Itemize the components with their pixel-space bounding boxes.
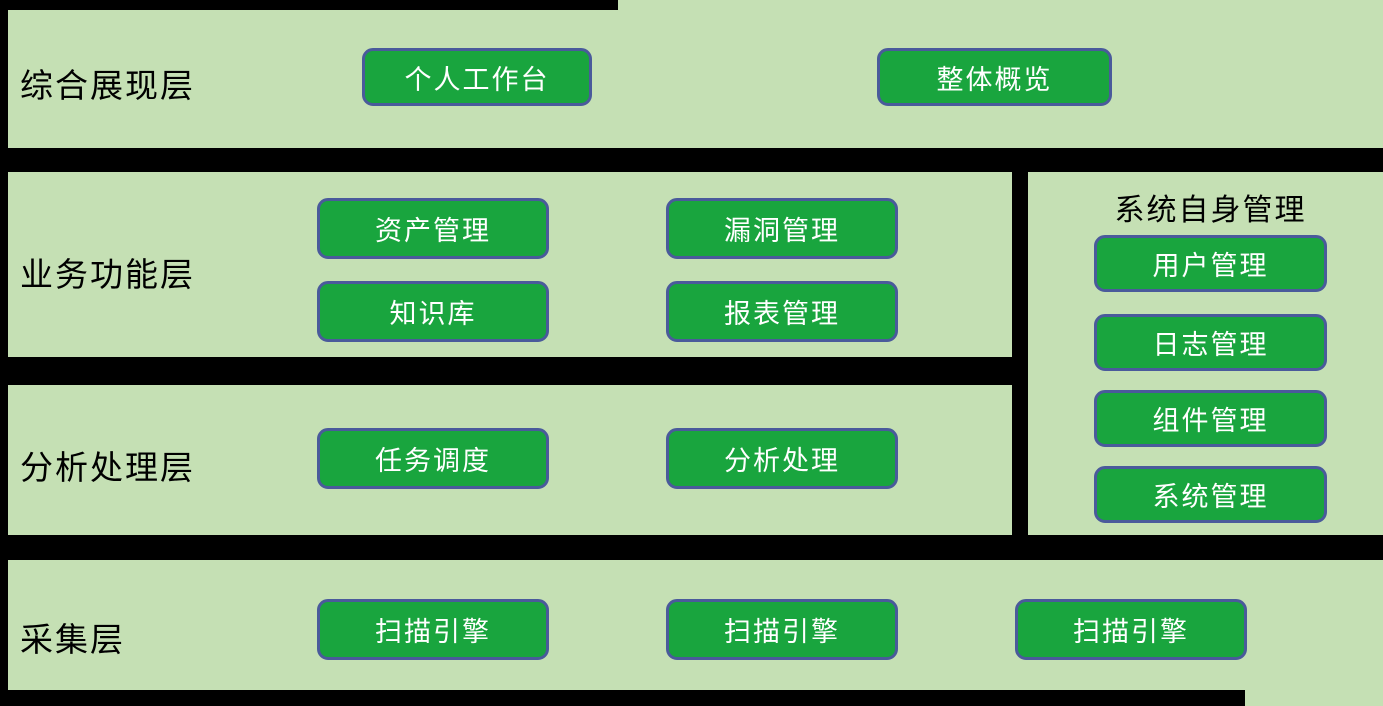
bottom-border-strip	[0, 690, 1245, 706]
separator-band-2	[0, 357, 1028, 385]
vertical-divider	[1012, 172, 1028, 535]
node-component-management: 组件管理	[1094, 390, 1327, 447]
separator-band-3	[0, 535, 1383, 560]
side-panel-title: 系统自身管理	[1114, 194, 1307, 227]
node-user-management: 用户管理	[1094, 235, 1327, 292]
node-asset-management: 资产管理	[317, 198, 549, 259]
node-analysis-processing: 分析处理	[666, 428, 898, 489]
layer-label-collection: 采集层	[20, 621, 125, 658]
node-personal-workspace: 个人工作台	[362, 48, 592, 106]
node-report-management: 报表管理	[666, 281, 898, 342]
node-scan-engine-3: 扫描引擎	[1015, 599, 1247, 660]
layer-label-presentation: 综合展现层	[20, 67, 195, 104]
node-overall-overview: 整体概览	[877, 48, 1112, 106]
separator-band-1	[0, 148, 1383, 172]
node-system-management: 系统管理	[1094, 466, 1327, 523]
top-border-strip	[0, 0, 618, 10]
node-knowledge-base: 知识库	[317, 281, 549, 342]
node-log-management: 日志管理	[1094, 314, 1327, 371]
left-border-strip	[0, 0, 8, 690]
node-scan-engine-1: 扫描引擎	[317, 599, 549, 660]
node-scan-engine-2: 扫描引擎	[666, 599, 898, 660]
node-task-scheduling: 任务调度	[317, 428, 549, 489]
node-vulnerability-management: 漏洞管理	[666, 198, 898, 259]
layer-label-business: 业务功能层	[20, 256, 195, 293]
layer-label-analysis: 分析处理层	[20, 449, 195, 486]
